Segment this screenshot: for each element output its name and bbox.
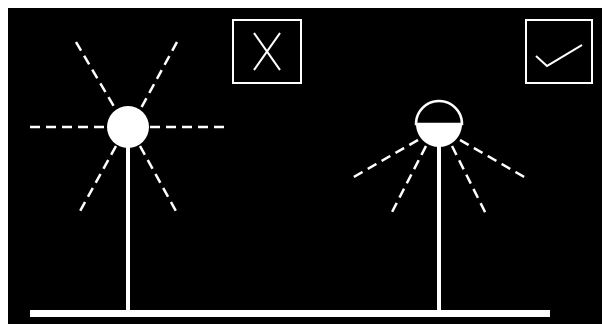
ground-line: [30, 310, 550, 317]
black-panel: [8, 8, 602, 324]
left-lamp-pole: [126, 140, 130, 312]
right-lamp-pole: [437, 140, 441, 312]
left-lamp-globe: [107, 106, 149, 148]
